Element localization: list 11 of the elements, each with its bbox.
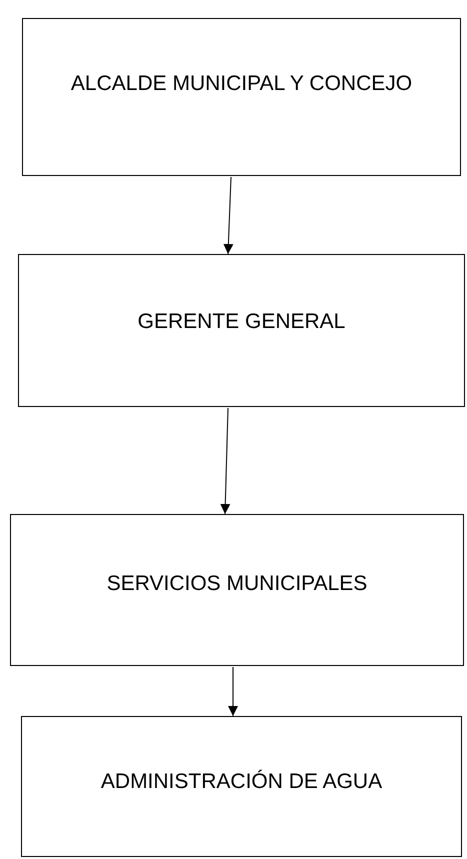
arrow (223, 176, 234, 254)
org-box (10, 514, 464, 666)
org-box (21, 716, 462, 857)
box-label: ALCALDE MUNICIPAL Y CONCEJO (70, 71, 414, 97)
arrow (220, 408, 230, 514)
box-label: GERENTE GENERAL (136, 309, 346, 335)
org-box (18, 254, 465, 407)
arrow (228, 666, 238, 716)
box-label: ADMINISTRACIÓN DE AGUA (100, 768, 384, 795)
box-label: SERVICIOS MUNICIPALES (106, 571, 368, 597)
org-box (22, 18, 461, 176)
